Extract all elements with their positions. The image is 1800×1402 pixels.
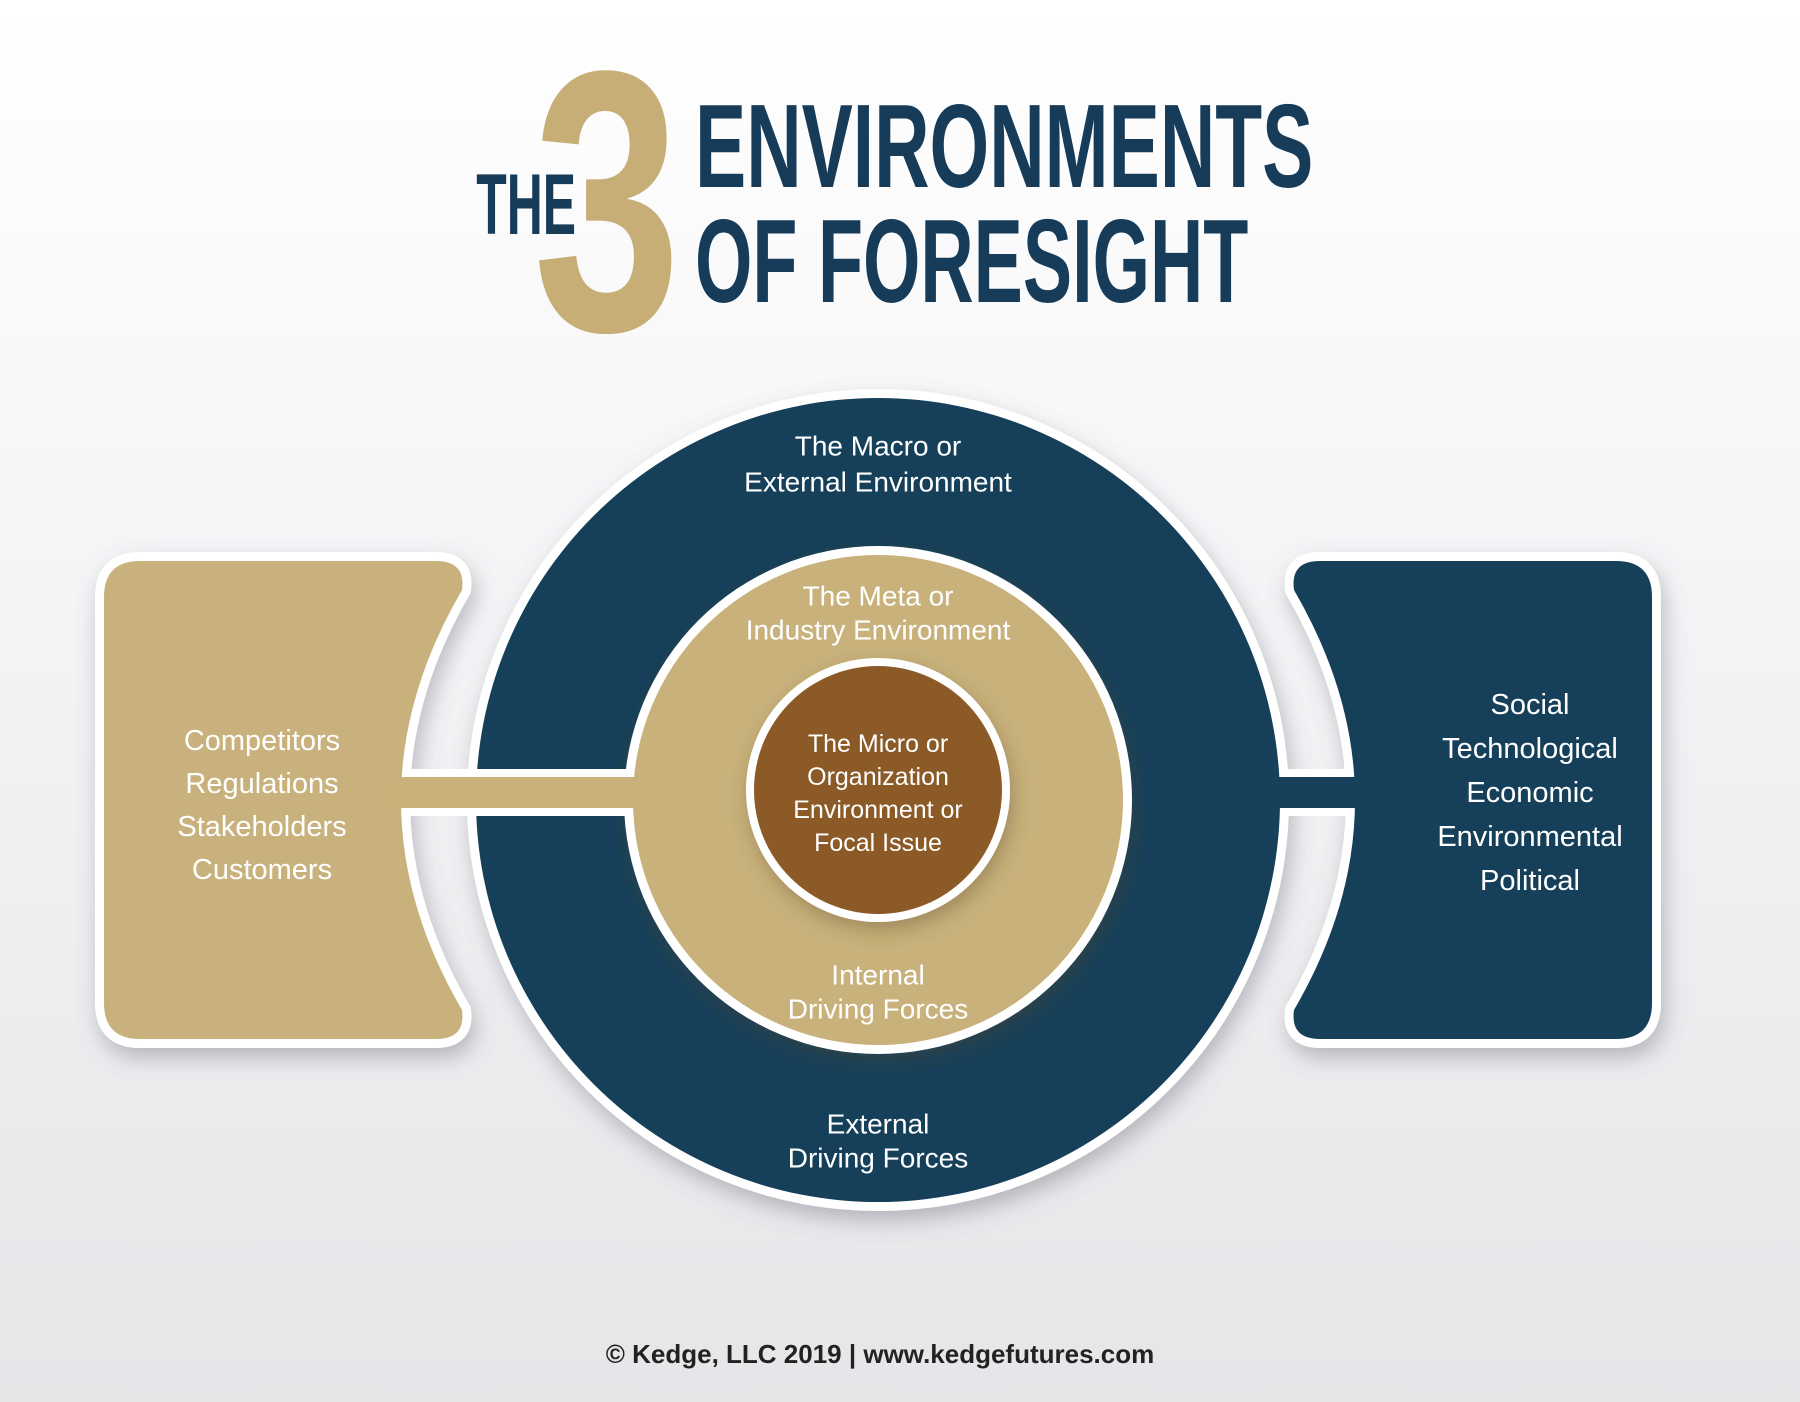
external-forces-line2: Driving Forces: [788, 1143, 968, 1174]
micro-label-line2: Organization: [807, 763, 949, 791]
title-the: THE: [476, 156, 576, 253]
macro-label-line1: The Macro or: [795, 431, 962, 462]
left-box-items: Competitors Regulations Stakeholders Cus…: [177, 725, 346, 886]
micro-circle: [746, 658, 1010, 922]
right-connector-bar: [1140, 769, 1440, 816]
external-forces-line1: External: [827, 1109, 930, 1140]
right-box-item: Political: [1480, 865, 1580, 897]
left-factors-box: [95, 552, 472, 1048]
title-line2: OF FORESIGHT: [695, 194, 1248, 327]
right-factors-box: [1284, 552, 1661, 1048]
right-box-item: Technological: [1442, 733, 1618, 765]
meta-label-line2: Industry Environment: [746, 615, 1011, 646]
left-box-item: Regulations: [185, 768, 338, 800]
meta-label-line1: The Meta or: [803, 581, 954, 612]
micro-label-line4: Focal Issue: [814, 829, 942, 857]
right-box-item: Economic: [1466, 777, 1593, 809]
micro-circle-label: The Micro or Organization Environment or…: [793, 730, 963, 857]
left-box-item: Competitors: [184, 725, 340, 757]
title-block: 3 THE ENVIRONMENTS OF FORESIGHT: [476, 0, 1313, 409]
right-box-item: Social: [1491, 689, 1570, 721]
internal-forces-line1: Internal: [831, 960, 924, 991]
internal-forces-line2: Driving Forces: [788, 994, 968, 1025]
micro-label-line3: Environment or: [793, 796, 963, 824]
title-number-3: 3: [533, 0, 681, 409]
external-forces-label: External Driving Forces: [788, 1109, 968, 1174]
meta-ring-label: The Meta or Industry Environment: [746, 581, 1011, 646]
micro-label-line1: The Micro or: [808, 730, 948, 758]
left-box-item: Customers: [192, 854, 332, 886]
right-connector-fill: [1140, 777, 1440, 808]
right-box-items: Social Technological Economic Environmen…: [1437, 689, 1622, 897]
copyright-footer: © Kedge, LLC 2019 | www.kedgefutures.com: [606, 1339, 1155, 1369]
macro-ring-label: The Macro or External Environment: [744, 431, 1012, 498]
macro-label-line2: External Environment: [744, 467, 1012, 498]
title-line1: ENVIRONMENTS: [695, 80, 1313, 213]
left-box-item: Stakeholders: [177, 811, 346, 843]
right-box-item: Environmental: [1437, 821, 1622, 853]
internal-forces-label: Internal Driving Forces: [788, 960, 968, 1025]
